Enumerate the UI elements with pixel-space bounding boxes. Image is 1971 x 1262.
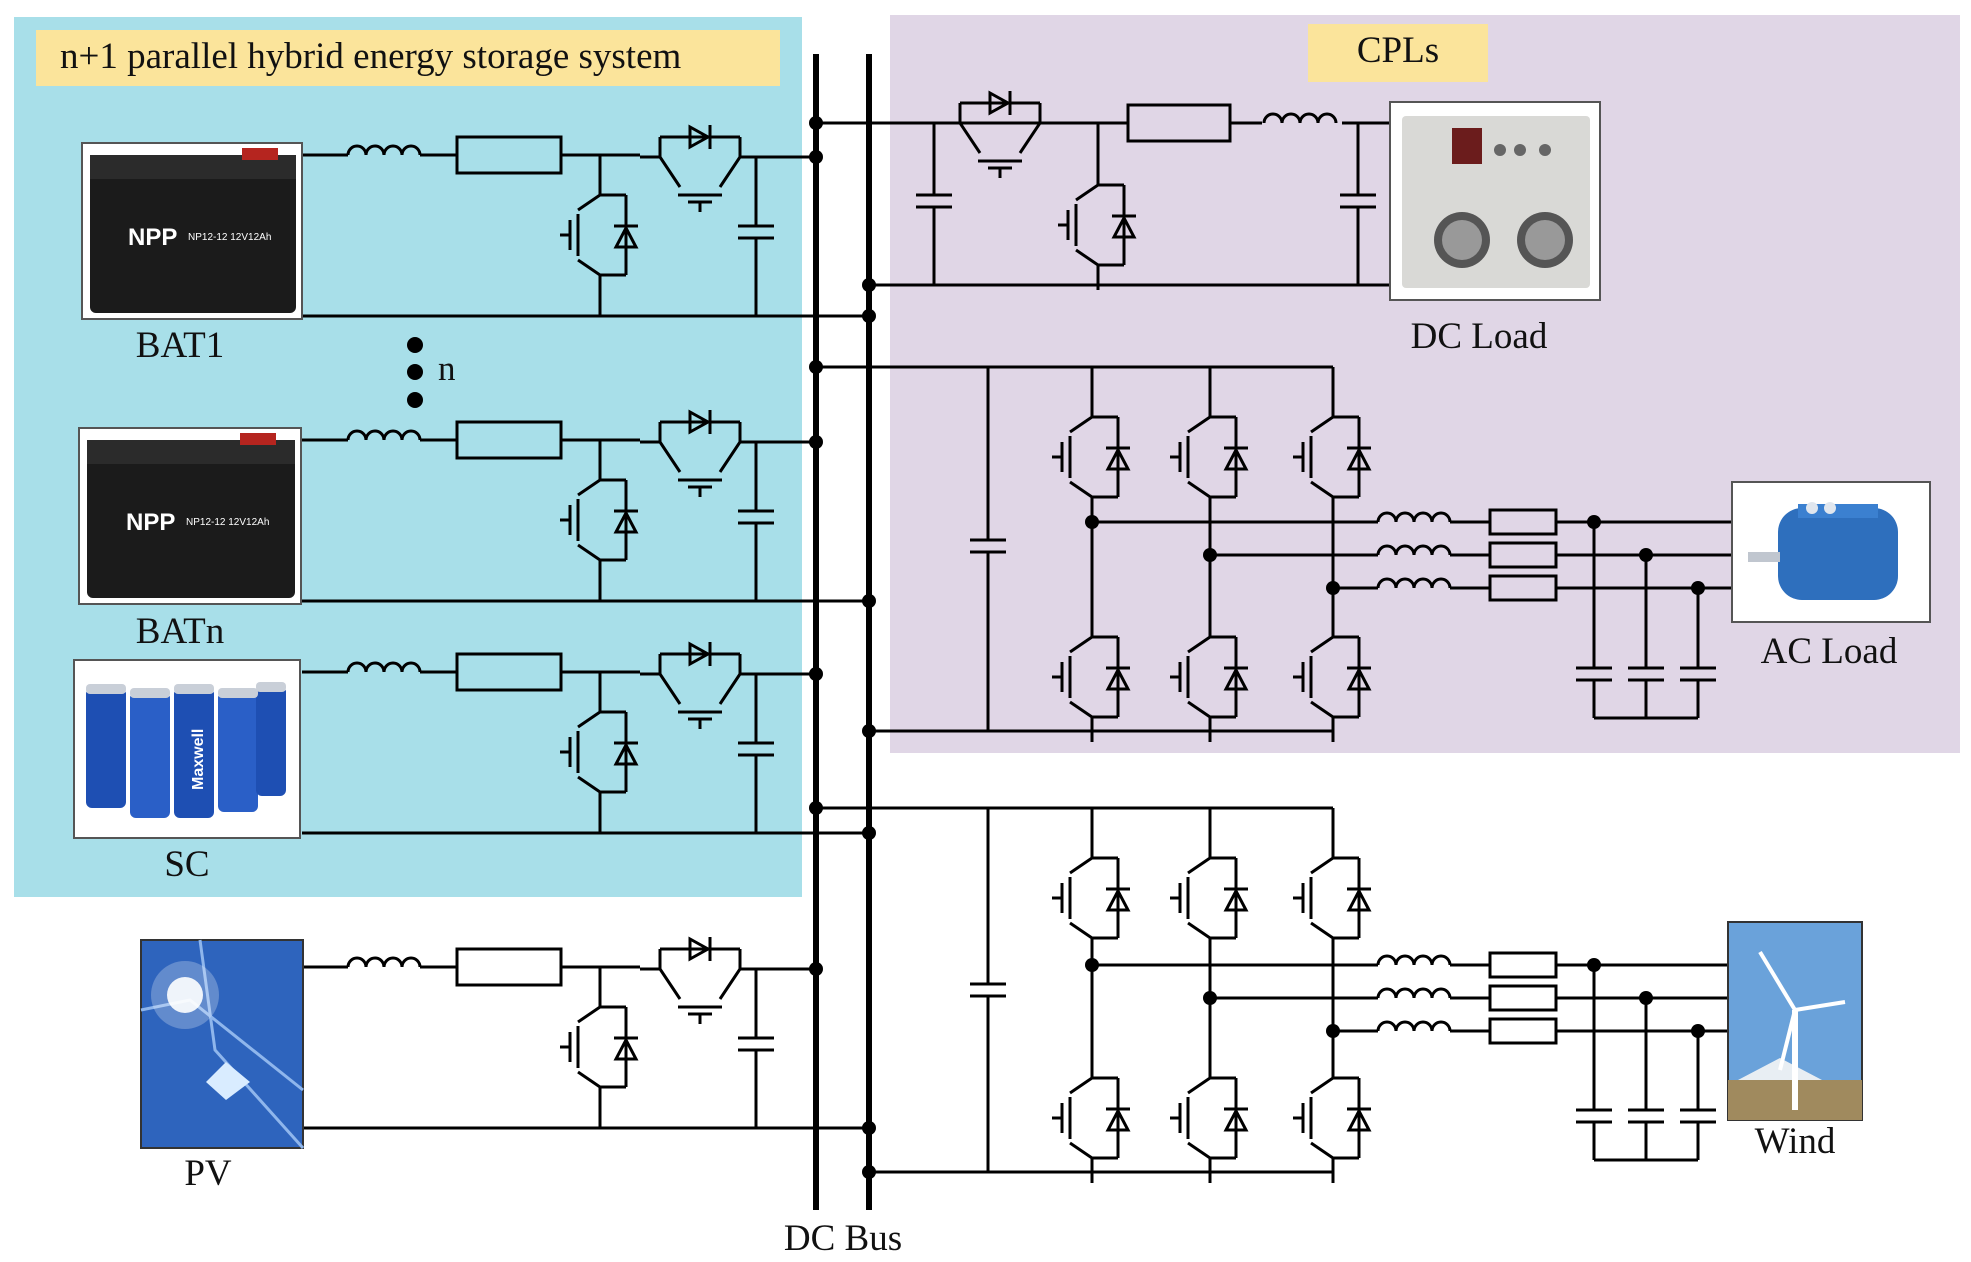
cpls-label: CPLs (1357, 30, 1439, 71)
bat1-brand-text: NPP (128, 224, 177, 251)
bat1-label: BAT1 (136, 325, 224, 366)
batn-label: BATn (136, 611, 224, 652)
wind-label: Wind (1755, 1121, 1836, 1162)
dc-load-image (1389, 101, 1601, 301)
ellipsis-dots (407, 337, 423, 408)
batn-brand-text: NPP (126, 509, 175, 536)
dc-load-label: DC Load (1411, 316, 1548, 357)
supercapacitor-image: Maxwell (73, 659, 301, 839)
boost-converter-sc (302, 640, 876, 840)
dc-load-converter (809, 89, 1390, 292)
bat1-model-text: NP12-12 12V12Ah (188, 232, 271, 243)
wind-converter (809, 801, 1728, 1185)
boost-converter-bat1 (302, 123, 876, 323)
dc-bus-label: DC Bus (784, 1218, 902, 1259)
ac-load-motor-image (1731, 481, 1931, 623)
sc-label: SC (164, 844, 209, 885)
ac-load-label: AC Load (1761, 631, 1898, 672)
title-box (36, 30, 780, 86)
pv-panel-image (140, 939, 305, 1150)
sc-brand-text: Maxwell (190, 729, 207, 790)
battery-bat1-image: NPP NP12-12 12V12Ah (81, 142, 303, 320)
cpls-box (1308, 24, 1488, 82)
wind-turbine-image (1727, 921, 1863, 1121)
boost-converter-batn (302, 408, 876, 608)
ac-load-inverter (809, 360, 1732, 744)
boost-converter-pv (302, 935, 876, 1135)
title-label: n+1 parallel hybrid energy storage syste… (60, 36, 681, 77)
batn-model-text: NP12-12 12V12Ah (186, 517, 269, 528)
n-label: n (438, 349, 456, 388)
battery-batn-image: NPP NP12-12 12V12Ah (78, 427, 302, 605)
pv-label: PV (184, 1153, 232, 1194)
